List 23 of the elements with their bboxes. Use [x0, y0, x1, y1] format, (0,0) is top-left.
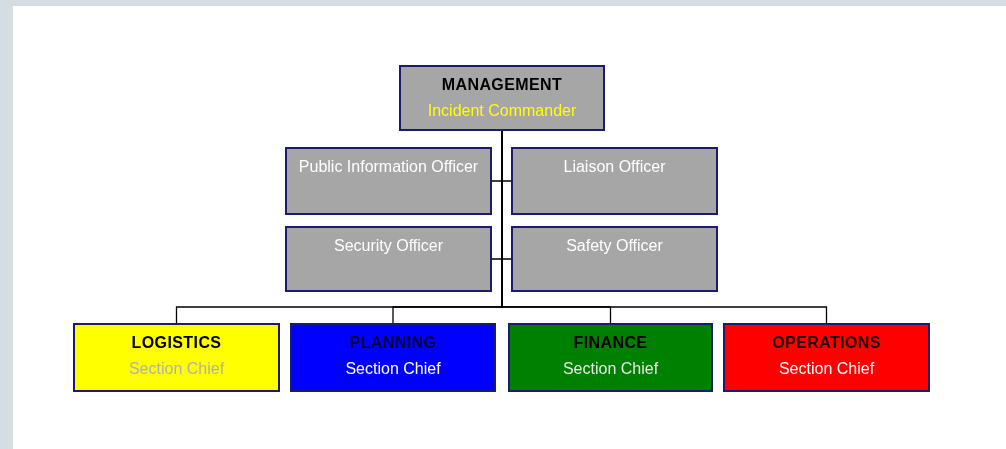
- box-heading: LOGISTICS: [131, 333, 222, 353]
- box-heading: OPERATIONS: [772, 333, 881, 353]
- role-title: Section Chief: [562, 359, 659, 379]
- role-title: Incident Commander: [427, 101, 577, 121]
- section-box: [290, 323, 496, 392]
- section-box: [508, 323, 713, 392]
- role-title: Public Information Officer: [298, 157, 479, 177]
- box-heading: FINANCE: [573, 333, 648, 353]
- officer-box: [511, 147, 718, 215]
- role-title: Liaison Officer: [563, 157, 666, 177]
- officer-box: [511, 226, 718, 292]
- section-box: [723, 323, 930, 392]
- role-title: Security Officer: [333, 236, 444, 256]
- role-title: Section Chief: [778, 359, 875, 379]
- box-heading: PLANNING: [349, 333, 437, 353]
- role-title: Section Chief: [345, 359, 441, 379]
- box-heading: MANAGEMENT: [441, 75, 563, 95]
- section-box: [73, 323, 280, 392]
- officer-box: [285, 226, 492, 292]
- management-box: [399, 65, 605, 131]
- role-title: Section Chief: [128, 359, 225, 379]
- officer-box: [285, 147, 492, 215]
- role-title: Safety Officer: [566, 236, 663, 256]
